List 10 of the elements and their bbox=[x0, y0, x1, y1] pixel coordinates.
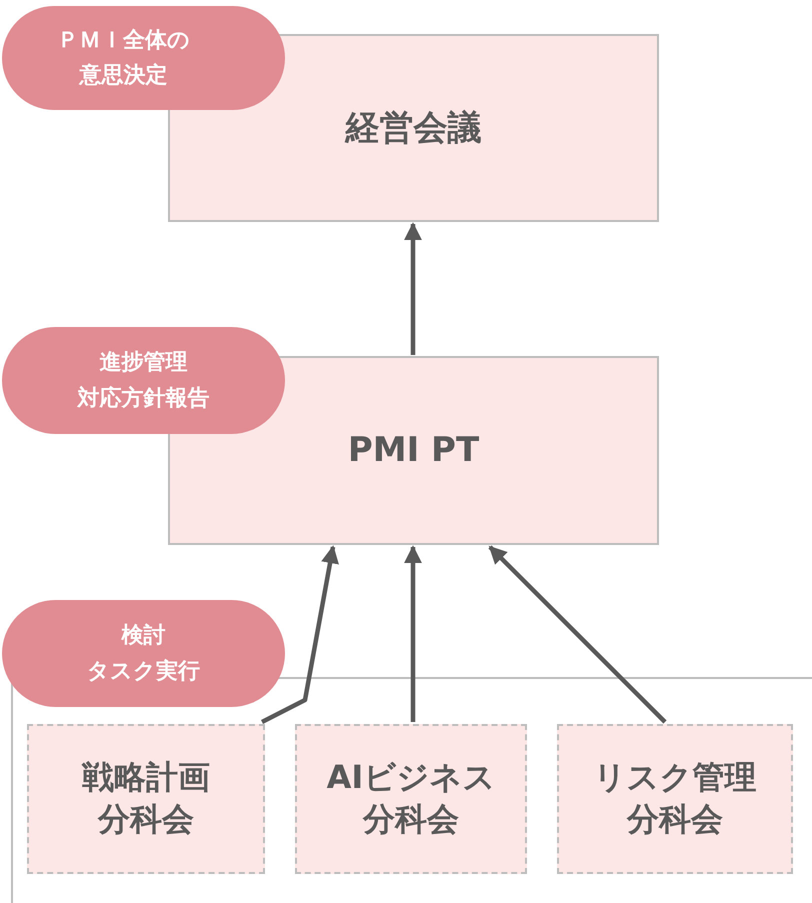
tag-pill: 検討タスク実行 bbox=[2, 600, 285, 707]
arrow bbox=[488, 545, 667, 724]
tag-pill: 進捗管理対応方針報告 bbox=[2, 327, 285, 434]
dashed-box: 戦略計画分科会 bbox=[27, 724, 265, 874]
dashed-box: AIビジネス分科会 bbox=[295, 724, 527, 874]
arrow bbox=[404, 545, 422, 722]
arrow bbox=[404, 222, 422, 355]
dashed-box: リスク管理分科会 bbox=[557, 724, 793, 874]
tag-pill: ＰＭＩ全体の意思決定 bbox=[2, 6, 285, 110]
arrow bbox=[260, 545, 339, 724]
